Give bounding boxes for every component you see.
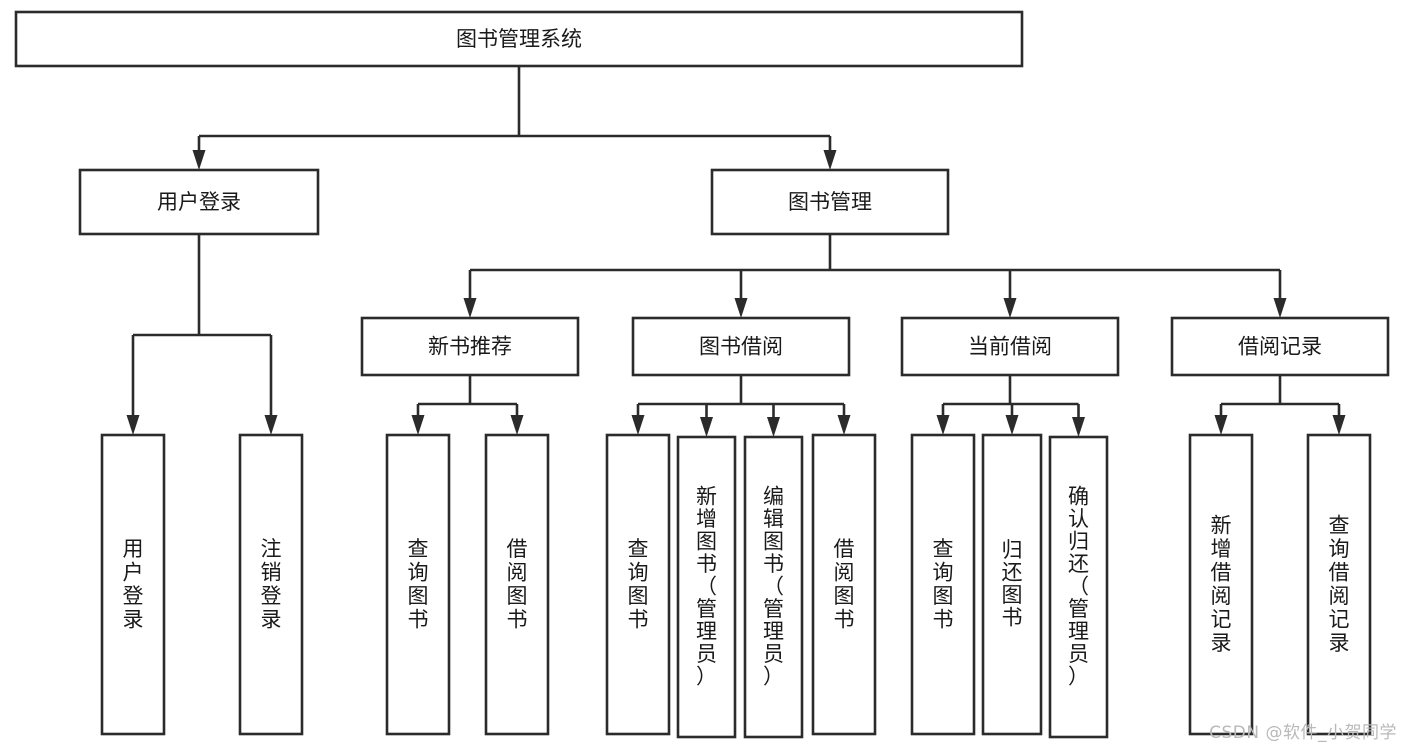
arrow-head-icon xyxy=(1332,415,1346,435)
arrow-head-icon xyxy=(463,298,477,318)
arrow-head-icon xyxy=(631,415,645,435)
edge-group-new-book-rec xyxy=(411,375,524,435)
leaf-leaf-return-book[interactable]: 归还图书 xyxy=(981,433,1043,736)
node-label: 借阅记录 xyxy=(1238,335,1322,359)
node-box xyxy=(1188,433,1254,736)
arrow-head-icon xyxy=(767,417,780,437)
node-label: 当前借阅 xyxy=(968,335,1052,359)
level2-book-manage[interactable]: 图书管理 xyxy=(710,168,950,236)
leaf-leaf-borrow-book-2[interactable]: 借阅图书 xyxy=(811,433,877,736)
leaf-leaf-add-book[interactable]: 新增图书（管理员） xyxy=(676,435,737,739)
arrow-head-icon xyxy=(837,415,851,435)
node-label: 新增借阅记录 xyxy=(1211,513,1232,655)
node-box xyxy=(238,433,304,736)
leaf-leaf-borrow-book-1[interactable]: 借阅图书 xyxy=(484,433,550,736)
leaf-leaf-add-record[interactable]: 新增借阅记录 xyxy=(1188,433,1254,736)
node-box xyxy=(100,433,166,736)
watermark-text: CSDN @软件_小贺同学 xyxy=(1209,723,1397,743)
arrow-head-icon xyxy=(1273,298,1287,318)
edge-group-root xyxy=(192,66,837,170)
arrow-head-icon xyxy=(700,417,713,437)
level3-book-borrow[interactable]: 图书借阅 xyxy=(631,316,851,377)
node-label: 查询图书 xyxy=(408,537,429,632)
node-label: 新书推荐 xyxy=(428,335,512,359)
arrow-head-icon xyxy=(734,298,748,318)
node-box xyxy=(360,316,580,377)
arrow-head-icon xyxy=(823,150,837,170)
node-box xyxy=(811,433,877,736)
level3-current-borrow[interactable]: 当前借阅 xyxy=(900,316,1120,377)
node-box xyxy=(484,433,550,736)
node-box xyxy=(631,316,851,377)
leaf-leaf-query-record[interactable]: 查询借阅记录 xyxy=(1306,433,1372,736)
nodes-layer: 图书管理系统用户登录图书管理新书推荐图书借阅当前借阅借阅记录用户登录注销登录查询… xyxy=(14,10,1390,739)
node-label: 借阅图书 xyxy=(507,537,528,632)
node-label: 编辑图书（管理员） xyxy=(763,484,784,688)
leaf-leaf-edit-book[interactable]: 编辑图书（管理员） xyxy=(743,435,804,739)
leaf-leaf-query-book-3[interactable]: 查询图书 xyxy=(910,433,976,736)
level3-borrow-record[interactable]: 借阅记录 xyxy=(1170,316,1390,377)
node-box xyxy=(385,433,451,736)
node-box xyxy=(900,316,1120,377)
leaf-leaf-query-book-1[interactable]: 查询图书 xyxy=(385,433,451,736)
arrow-head-icon xyxy=(936,415,950,435)
edge-group-book-manage xyxy=(463,234,1287,318)
arrow-head-icon xyxy=(1214,415,1228,435)
arrow-head-icon xyxy=(510,415,524,435)
node-label: 用户登录 xyxy=(123,537,144,632)
node-label: 借阅图书 xyxy=(834,537,855,632)
arrow-head-icon xyxy=(411,415,425,435)
arrow-head-icon xyxy=(264,415,278,435)
connectors-layer xyxy=(126,66,1346,437)
edge-group-borrow-record xyxy=(1214,375,1346,435)
edge-group-current-borrow xyxy=(936,375,1085,437)
node-label: 确认归还（管理员） xyxy=(1068,484,1089,688)
leaf-leaf-logout[interactable]: 注销登录 xyxy=(238,433,304,736)
node-label: 查询图书 xyxy=(628,537,649,632)
node-box xyxy=(910,433,976,736)
node-label: 用户登录 xyxy=(157,190,241,214)
node-box xyxy=(1306,433,1372,736)
node-label: 注销登录 xyxy=(261,537,282,632)
arrow-head-icon xyxy=(126,415,140,435)
level2-user-login[interactable]: 用户登录 xyxy=(78,168,320,236)
arrow-head-icon xyxy=(1005,415,1019,435)
node-box xyxy=(605,433,671,736)
node-label: 图书借阅 xyxy=(699,335,783,359)
node-box xyxy=(1048,435,1109,739)
edge-group-book-borrow xyxy=(631,375,851,437)
node-box xyxy=(743,435,804,739)
node-box xyxy=(1170,316,1390,377)
leaf-leaf-query-book-2[interactable]: 查询图书 xyxy=(605,433,671,736)
node-label: 查询借阅记录 xyxy=(1329,513,1350,655)
root-root[interactable]: 图书管理系统 xyxy=(14,10,1024,68)
node-box xyxy=(14,10,1024,68)
leaf-leaf-user-login[interactable]: 用户登录 xyxy=(100,433,166,736)
node-label: 图书管理 xyxy=(788,190,872,214)
node-box xyxy=(676,435,737,739)
node-label: 查询图书 xyxy=(933,537,954,632)
edge-group-user-login xyxy=(126,234,278,435)
leaf-leaf-confirm-return[interactable]: 确认归还（管理员） xyxy=(1048,435,1109,739)
node-box xyxy=(710,168,950,236)
node-box xyxy=(78,168,320,236)
node-label: 图书管理系统 xyxy=(456,27,582,51)
level3-new-book-rec[interactable]: 新书推荐 xyxy=(360,316,580,377)
node-label: 归还图书 xyxy=(1002,538,1023,630)
node-box xyxy=(981,433,1043,736)
arrow-head-icon xyxy=(1072,417,1085,437)
arrow-head-icon xyxy=(192,150,206,170)
arrow-head-icon xyxy=(1003,298,1017,318)
node-label: 新增图书（管理员） xyxy=(696,484,717,688)
